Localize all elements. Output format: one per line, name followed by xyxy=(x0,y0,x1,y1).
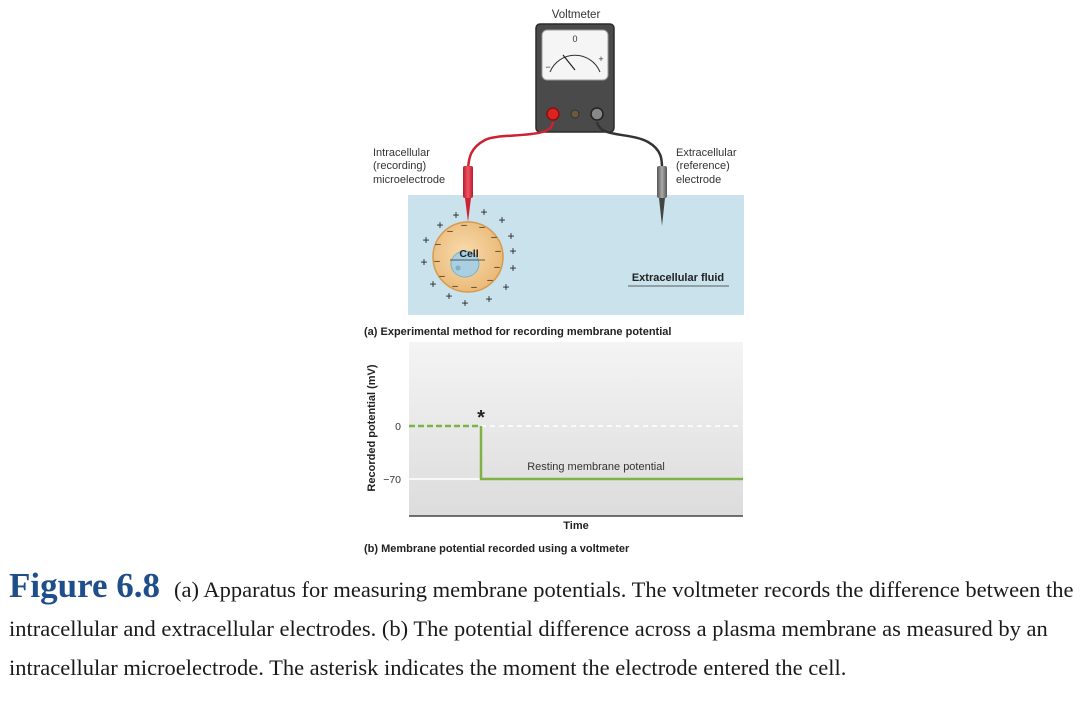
svg-text:–: – xyxy=(461,220,467,231)
svg-text:+: + xyxy=(498,213,505,227)
svg-text:+: + xyxy=(480,205,487,219)
middle-terminal xyxy=(570,109,580,119)
svg-text:–: – xyxy=(447,226,453,237)
figure-svg: Voltmeter 0 − + Intracellular (recording… xyxy=(364,9,744,555)
svg-text:–: – xyxy=(494,262,500,273)
svg-text:+: + xyxy=(507,229,514,243)
svg-text:+: + xyxy=(422,233,429,247)
x-axis-label: Time xyxy=(563,520,588,532)
intracellular-label: Intracellular (recording) microelectrode xyxy=(373,147,445,186)
voltmeter-label: Voltmeter xyxy=(552,9,601,21)
svg-text:+: + xyxy=(485,292,492,306)
graph-background xyxy=(409,342,743,516)
svg-text:–: – xyxy=(452,281,458,292)
svg-text:+: + xyxy=(461,296,468,310)
svg-text:+: + xyxy=(509,261,516,275)
red-lead-wire xyxy=(466,121,555,169)
figure-caption-text: (a) Apparatus for measuring membrane pot… xyxy=(9,577,1074,680)
svg-text:–: – xyxy=(435,239,441,250)
svg-text:+: + xyxy=(429,277,436,291)
dial-minus-label: − xyxy=(545,62,550,72)
svg-text:–: – xyxy=(439,271,445,282)
recording-microelectrode xyxy=(463,166,473,222)
y-tick-0: 0 xyxy=(395,421,401,433)
figure-caption: Figure 6.8(a) Apparatus for measuring me… xyxy=(9,566,1081,687)
svg-text:–: – xyxy=(471,282,477,293)
extracellular-fluid-label: Extracellular fluid xyxy=(632,272,724,284)
voltmeter: 0 − + xyxy=(535,23,615,133)
black-terminal xyxy=(590,107,604,121)
cell-label: Cell xyxy=(459,248,478,260)
panel-b-caption: (b) Membrane potential recorded using a … xyxy=(364,543,630,555)
dial-zero-label: 0 xyxy=(572,34,577,44)
reference-electrode xyxy=(657,166,667,226)
svg-text:–: – xyxy=(487,275,493,286)
svg-text:–: – xyxy=(434,256,440,267)
svg-text:+: + xyxy=(420,255,427,269)
black-lead-wire xyxy=(595,121,664,169)
svg-text:+: + xyxy=(452,208,459,222)
asterisk-marker: * xyxy=(477,407,485,429)
red-terminal xyxy=(546,107,560,121)
trace-post-entry xyxy=(479,426,743,481)
svg-text:–: – xyxy=(491,232,497,243)
svg-text:+: + xyxy=(436,218,443,232)
y-tick-minus70: −70 xyxy=(383,474,401,486)
svg-text:+: + xyxy=(502,280,509,294)
trace-layer xyxy=(409,424,743,481)
resting-potential-label: Resting membrane potential xyxy=(527,461,665,473)
dial-plus-label: + xyxy=(598,54,603,64)
svg-text:–: – xyxy=(479,222,485,233)
panel-a-caption: (a) Experimental method for recording me… xyxy=(364,326,671,338)
inside-charges: ––– ––– ––– ––– xyxy=(434,220,501,293)
outside-charges: +++ +++ +++ +++ ++ xyxy=(420,205,516,310)
svg-text:+: + xyxy=(445,289,452,303)
svg-text:+: + xyxy=(509,244,516,258)
extracellular-electrode-label: Extracellular (reference) electrode xyxy=(676,147,740,186)
figure-illustration: Voltmeter 0 − + Intracellular (recording… xyxy=(364,9,744,555)
figure-label: Figure 6.8 xyxy=(9,566,161,605)
cell: Cell xyxy=(432,221,504,293)
y-axis-label: Recorded potential (mV) xyxy=(366,364,378,491)
svg-text:–: – xyxy=(495,246,501,257)
